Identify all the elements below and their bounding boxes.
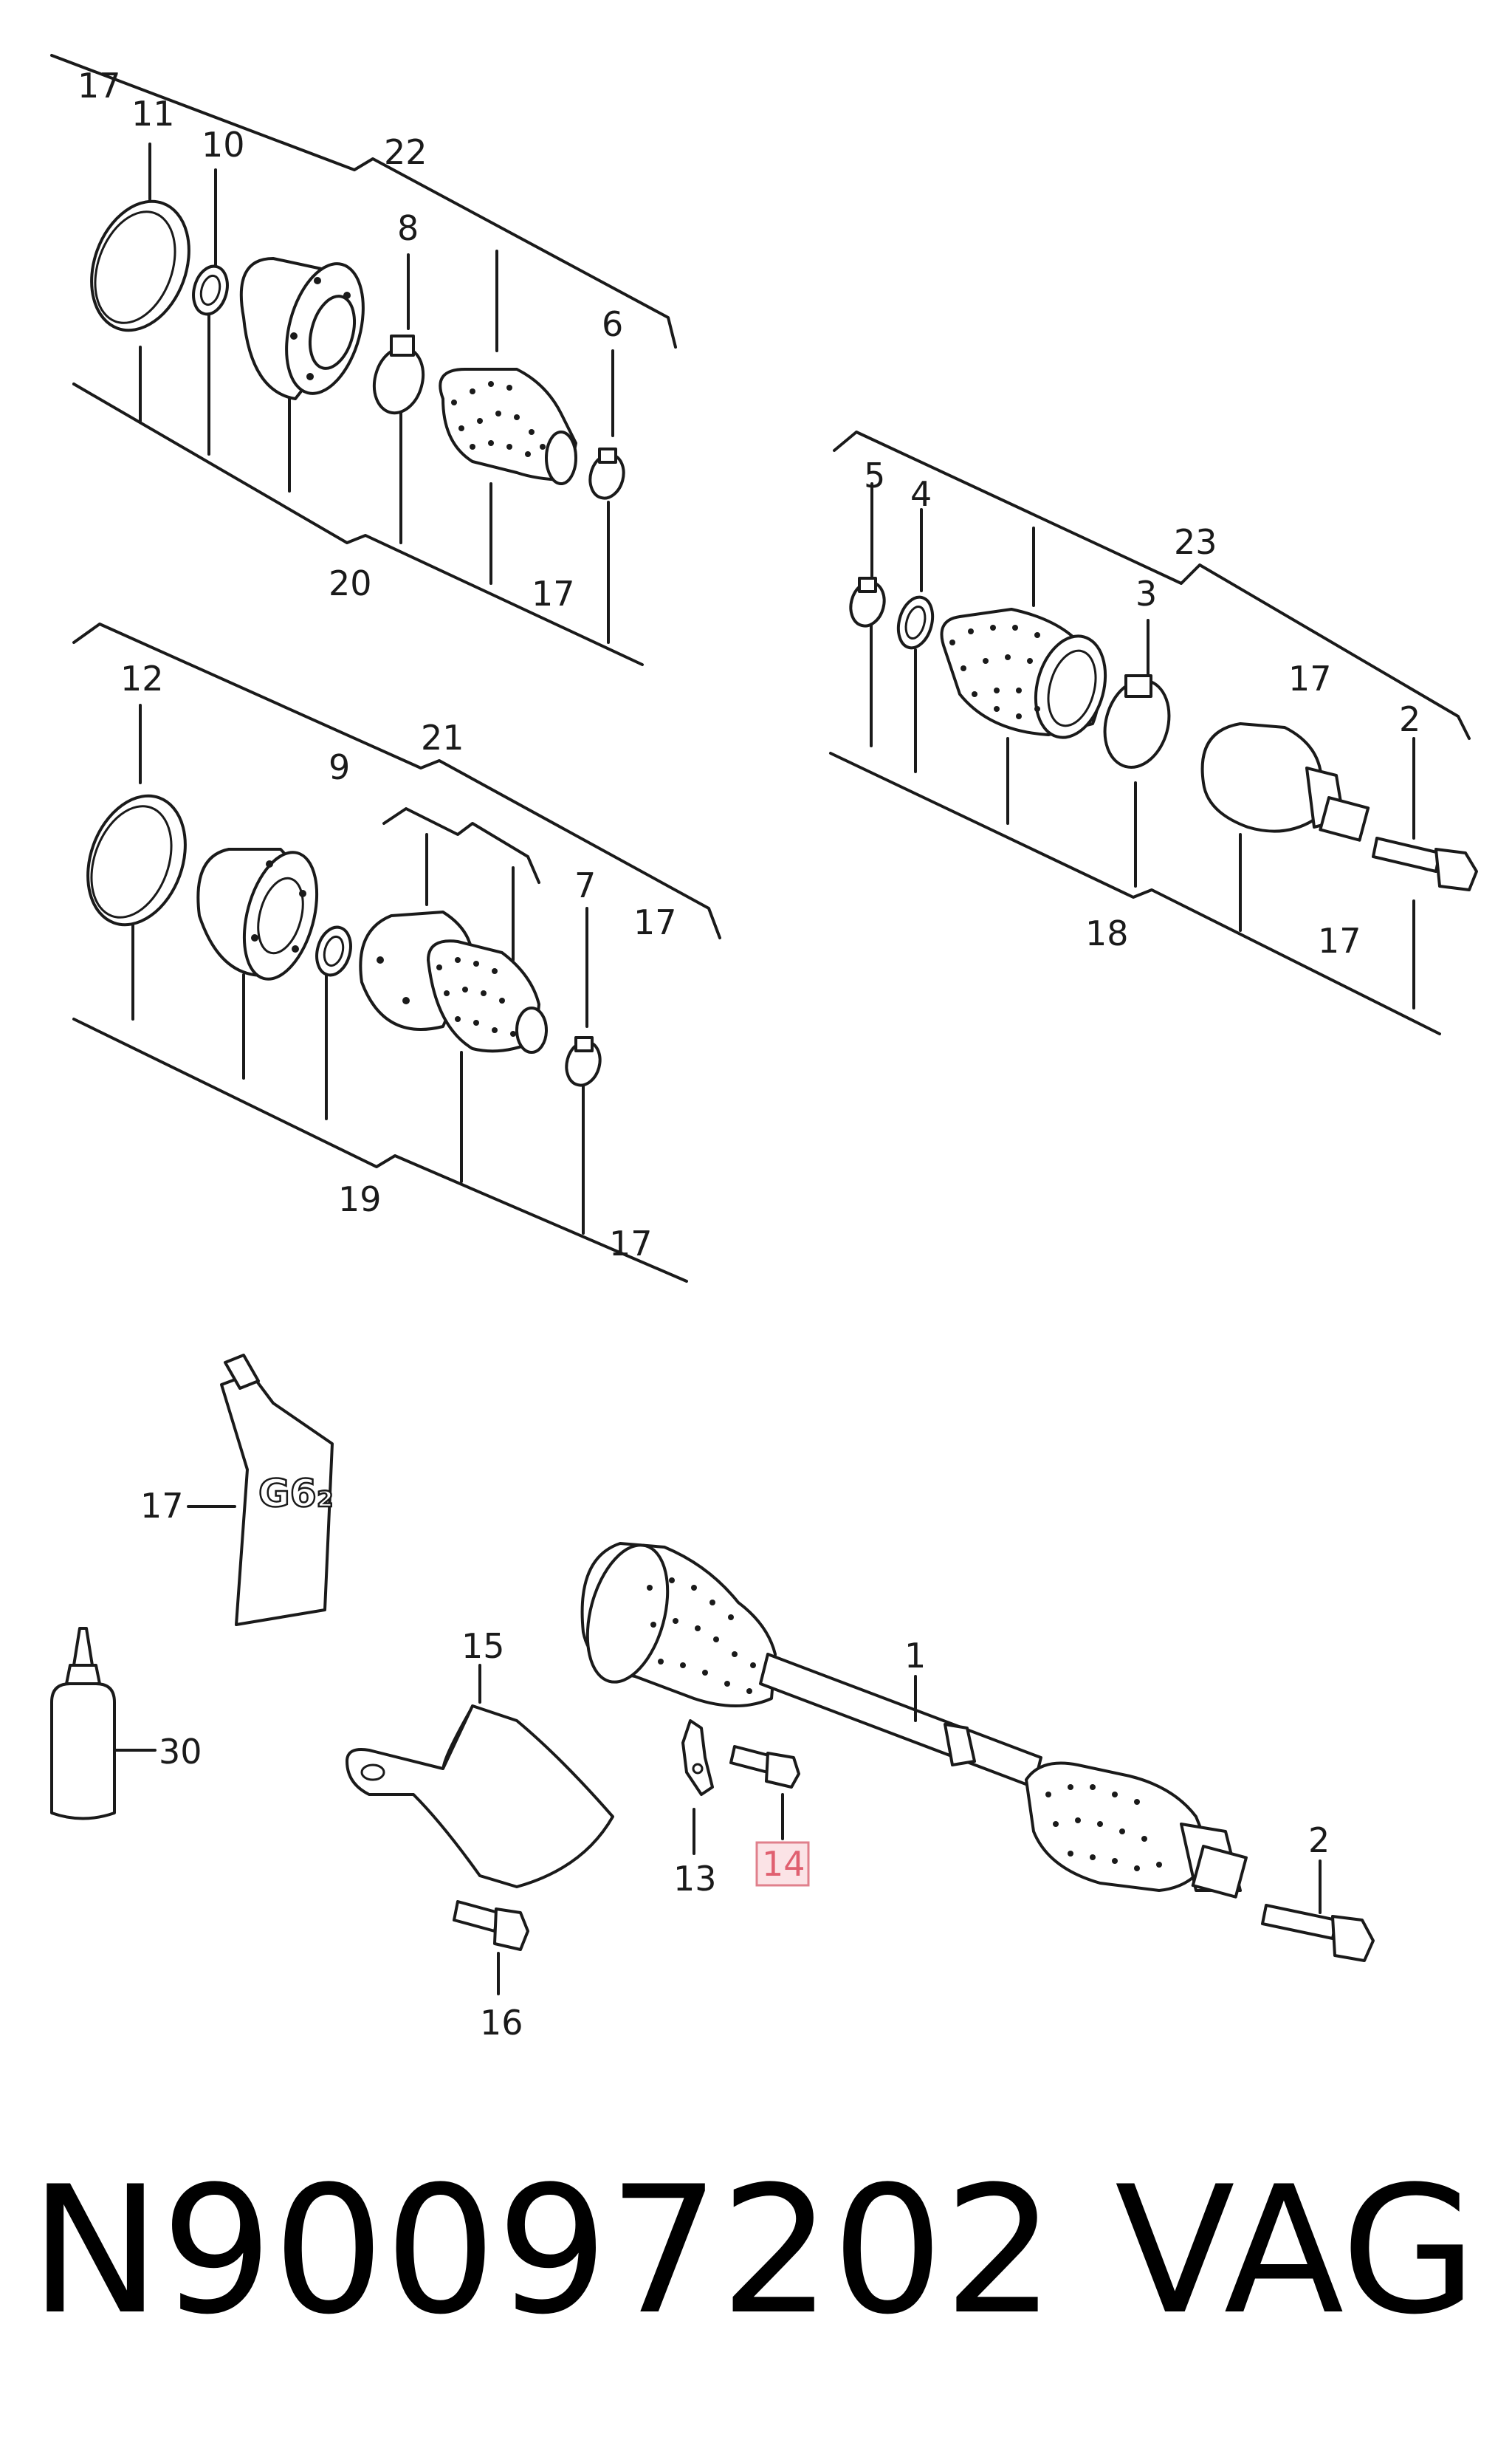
clamp-8: [372, 335, 425, 415]
callout-2: 2: [1399, 699, 1420, 739]
washer-9: [315, 925, 352, 977]
drive-shaft-1: [580, 1542, 1248, 1899]
callout-17: 17: [1318, 921, 1361, 961]
sealing-ring-12: [86, 794, 187, 927]
callout-16: 16: [480, 2003, 523, 2043]
grease-tube-17: G6₂: [220, 1354, 334, 1626]
callout-15: 15: [461, 1626, 505, 1666]
highlight-box-14: [755, 1841, 810, 1887]
bolt-2-bottom: [1261, 1904, 1375, 1962]
sealing-ring-11: [90, 199, 190, 332]
part-number-caption: N90097202: [30, 2149, 1055, 2354]
bolt-14: [729, 1745, 800, 1789]
clamp-7: [565, 1036, 602, 1087]
callout-30: 30: [159, 1732, 202, 1772]
callout-6: 6: [602, 304, 623, 344]
callout-8: 8: [397, 208, 419, 248]
callout-21: 21: [421, 718, 464, 758]
callout-17: 17: [532, 574, 575, 614]
kit-22-group: 17 11 10 22 8 6 20 17: [50, 54, 677, 666]
outer-cv-joint: [1200, 722, 1370, 842]
callout-13: 13: [673, 1859, 717, 1899]
cv-joint-housing: [239, 257, 365, 400]
sealant-bottle-30: [50, 1627, 116, 1820]
kit-21-group: 12 9 21 7 17 19 17: [72, 623, 721, 1283]
clamp-5: [849, 577, 886, 628]
inner-cv-joint: [196, 848, 319, 981]
tube-label: G6₂: [258, 1472, 334, 1516]
boot-22: [439, 368, 577, 485]
clamp-6: [588, 448, 625, 500]
flange-boot-21: [359, 911, 548, 1054]
callout-4: 4: [910, 474, 932, 514]
callout-17: 17: [609, 1224, 653, 1264]
callout-23: 23: [1174, 522, 1217, 562]
callout-7: 7: [574, 865, 596, 905]
washer-10: [192, 264, 229, 316]
callout-5: 5: [864, 456, 885, 496]
washer-4: [896, 595, 935, 650]
heat-shield-15: [346, 1704, 614, 1888]
callout-17: 17: [633, 902, 677, 942]
main-assembly-group: G6₂ 17 30 15 16: [50, 1354, 1375, 2043]
kit-23-group: 5 4 23 3 17 2 18 17: [829, 431, 1478, 1035]
callout-22: 22: [384, 132, 427, 172]
callout-17: 17: [78, 66, 121, 106]
callout-3: 3: [1135, 574, 1157, 614]
callout-10: 10: [202, 125, 245, 165]
callout-17: 17: [1288, 659, 1332, 699]
callout-17: 17: [140, 1486, 184, 1526]
boot-23: [940, 608, 1107, 739]
bolt-16: [453, 1900, 529, 1951]
callout-1: 1: [904, 1636, 926, 1676]
callout-19: 19: [338, 1179, 382, 1219]
callout-20: 20: [329, 563, 372, 603]
brand-caption: VAG: [1115, 2149, 1477, 2354]
callout-18: 18: [1085, 913, 1129, 953]
retaining-plate-13: [681, 1719, 714, 1796]
callout-12: 12: [120, 659, 164, 699]
clamp-3: [1103, 674, 1171, 769]
callout-2: 2: [1308, 1820, 1330, 1860]
bolt-2-top: [1372, 837, 1478, 891]
callout-9: 9: [329, 747, 350, 787]
callout-11: 11: [131, 94, 175, 134]
callout-14[interactable]: 14: [762, 1844, 805, 1884]
